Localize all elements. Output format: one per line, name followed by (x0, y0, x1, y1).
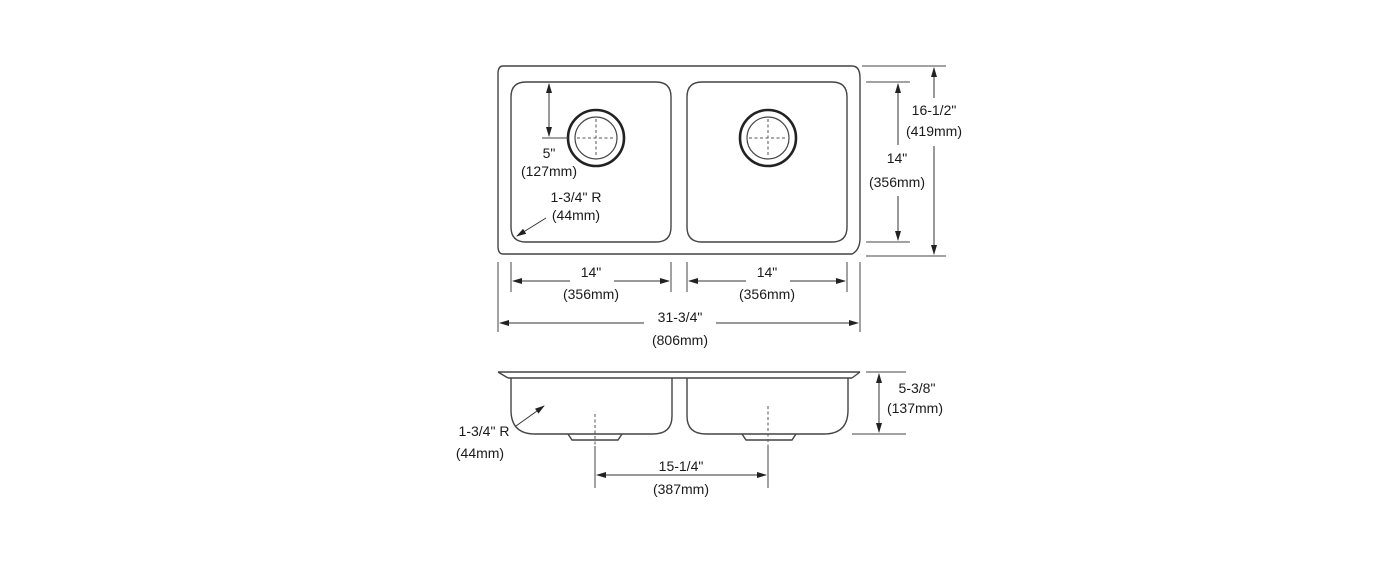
left-bowl (510, 81, 672, 243)
right-bowl-width-inches: 14" (757, 264, 778, 280)
bowl-front-back-mm: (356mm) (869, 174, 925, 190)
corner-radius-top-inches: 1-3/4" R (551, 189, 602, 205)
bowl-height-inches: 5-3/8" (899, 380, 936, 396)
right-bowl-profile (686, 378, 849, 435)
corner-radius-side-inches: 1-3/4" R (459, 423, 510, 439)
left-bowl-width-mm: (356mm) (563, 286, 619, 302)
overall-depth-mm: (419mm) (906, 123, 962, 139)
right-drain-profile (741, 433, 797, 441)
drain-spacing-mm: (387mm) (653, 481, 709, 497)
overall-depth-inches: 16-1/2" (912, 102, 957, 118)
right-bowl (686, 81, 848, 243)
drain-spacing-inches: 15-1/4" (659, 458, 704, 474)
bowl-height-mm: (137mm) (887, 400, 943, 416)
corner-radius-top-mm: (44mm) (552, 207, 600, 223)
overall-width-inches: 31-3/4" (658, 309, 703, 325)
left-bowl-width-inches: 14" (581, 264, 602, 280)
left-drain (566, 108, 626, 168)
drain-offset-inches: 5" (543, 145, 556, 161)
overall-width-mm: (806mm) (652, 332, 708, 348)
bowl-front-back-inches: 14" (887, 150, 908, 166)
corner-radius-side-leader (515, 405, 545, 427)
right-drain (738, 108, 798, 168)
corner-radius-side-mm: (44mm) (456, 445, 504, 461)
corner-radius-top-leader (516, 217, 547, 237)
sink-outline (497, 65, 861, 255)
side-view: 1-3/4" R (44mm) 5-3/8" (137mm) 15-1/4" (… (456, 371, 943, 497)
drain-offset-mm: (127mm) (521, 163, 577, 179)
right-bowl-width-mm: (356mm) (739, 286, 795, 302)
left-bowl-profile (510, 378, 673, 435)
left-drain-profile (567, 433, 623, 441)
top-view: 5" (127mm) 1-3/4" R (44mm) 14" (356mm) 1… (497, 65, 962, 348)
